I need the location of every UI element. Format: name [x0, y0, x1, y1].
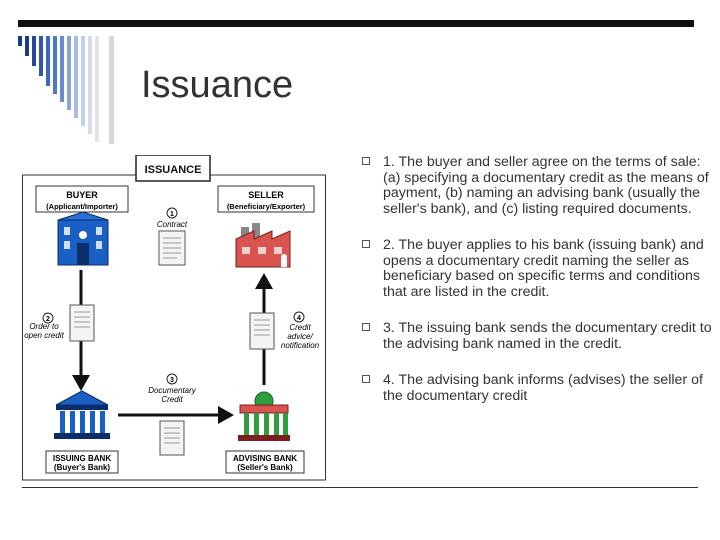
bullet-marker-icon — [362, 240, 370, 248]
step-1-label: Contract — [157, 220, 188, 229]
seller-factory-icon — [235, 223, 291, 268]
bullet-item-2: 2. The buyer applies to his bank (issuin… — [362, 237, 718, 300]
decorative-bars — [18, 36, 114, 144]
step-4-group: 4 Credit advice/ notification — [249, 311, 320, 350]
step-3-group: 3 Documentary Credit — [148, 373, 197, 456]
step-4-number: 4 — [297, 315, 301, 322]
diagram-heading: ISSUANCE — [145, 164, 202, 176]
step-4-label-line2: advice/ — [287, 332, 313, 341]
bullet-marker-icon — [362, 157, 370, 165]
bullet-item-1: 1. The buyer and seller agree on the ter… — [362, 154, 718, 217]
step-3-label-line1: Documentary — [148, 386, 197, 395]
bullet-text-4: 4. The advising bank informs (advises) t… — [383, 372, 703, 404]
step-2-group: 2 Order to open credit — [24, 304, 95, 342]
issuing-bank-role: (Buyer's Bank) — [54, 463, 110, 472]
diagram-heading-box — [135, 155, 211, 182]
advising-bank-icon — [238, 391, 290, 441]
issuance-diagram: ISSUANCE BUYER (Applicant/Importer) SELL… — [22, 155, 326, 481]
bottom-rule — [22, 487, 698, 488]
advising-bank-label-box — [225, 450, 305, 474]
buyer-name: BUYER — [66, 190, 98, 200]
seller-name: SELLER — [248, 190, 284, 200]
slide-title: Issuance — [141, 64, 294, 106]
issuing-bank-name: ISSUING BANK — [53, 454, 111, 463]
order-document-icon — [69, 304, 95, 342]
issuing-bank-icon — [54, 390, 110, 439]
step-3-label-line2: Credit — [161, 395, 183, 404]
bullet-marker-icon — [362, 323, 370, 331]
advice-document-icon — [249, 312, 275, 350]
advising-bank-name: ADVISING BANK — [233, 454, 297, 463]
top-rule — [18, 20, 694, 27]
step-1-number: 1 — [170, 211, 174, 218]
step-2-number: 2 — [46, 316, 50, 323]
step-2-label-line2: open credit — [24, 331, 64, 340]
step-4-label-line3: notification — [281, 341, 320, 350]
bullet-item-3: 3. The issuing bank sends the documentar… — [362, 320, 718, 352]
bullet-text-1: 1. The buyer and seller agree on the ter… — [383, 154, 709, 217]
bullet-item-4: 4. The advising bank informs (advises) t… — [362, 372, 718, 404]
step-1-group: 1 Contract — [157, 207, 188, 266]
advising-bank-role: (Seller's Bank) — [237, 463, 293, 472]
buyer-building-icon — [57, 211, 109, 266]
seller-role: (Beneficiary/Exporter) — [227, 202, 306, 211]
buyer-role: (Applicant/Importer) — [46, 202, 118, 211]
bullet-list: 1. The buyer and seller agree on the ter… — [362, 154, 718, 404]
step-2-label-line1: Order to — [29, 322, 59, 331]
bullet-text-3: 3. The issuing bank sends the documentar… — [383, 320, 712, 352]
arrow-documentary-credit — [118, 406, 234, 424]
bullet-text-2: 2. The buyer applies to his bank (issuin… — [383, 237, 704, 300]
seller-label-box — [217, 185, 315, 213]
step-3-number: 3 — [170, 377, 174, 384]
issuing-bank-label-box — [45, 450, 119, 474]
bullet-marker-icon — [362, 375, 370, 383]
step-4-label-line1: Credit — [289, 323, 311, 332]
